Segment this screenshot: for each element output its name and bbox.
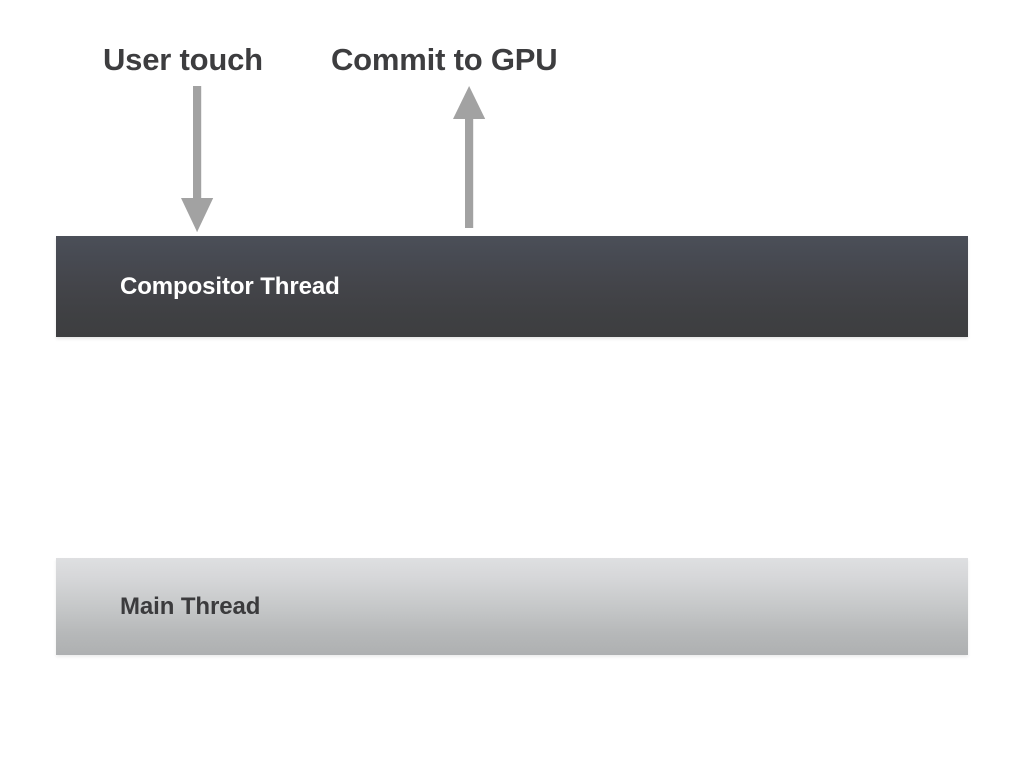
annotation-label-commit-to-gpu: Commit to GPU (331, 42, 558, 77)
lane-main-thread: Main Thread (56, 558, 968, 655)
lane-label-main-thread: Main Thread (120, 592, 261, 620)
lane-compositor-thread: Compositor Thread (56, 236, 968, 337)
annotation-label-user-touch: User touch (103, 42, 263, 77)
arrow-down-icon (181, 86, 214, 232)
arrow-up-icon (453, 86, 486, 228)
lane-label-compositor-thread: Compositor Thread (120, 272, 340, 300)
